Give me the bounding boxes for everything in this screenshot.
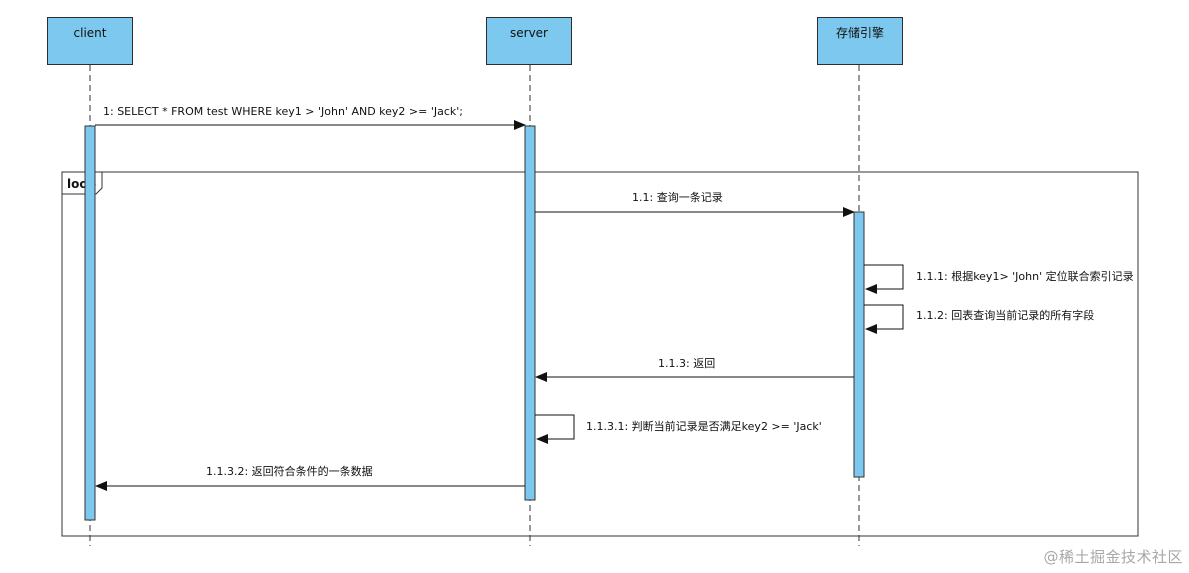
message-label-1-1-2: 1.1.2: 回表查询当前记录的所有字段 bbox=[916, 308, 1094, 322]
message-arrow-1-1-1 bbox=[864, 264, 904, 294]
message-label-1-1: 1.1: 查询一条记录 bbox=[632, 190, 723, 204]
participant-storage-engine: 存储引擎 bbox=[817, 17, 903, 65]
loop-frame bbox=[61, 171, 1139, 537]
message-label-1-1-1: 1.1.1: 根据key1> 'John' 定位联合索引记录 bbox=[916, 269, 1134, 283]
message-label-1-1-3: 1.1.3: 返回 bbox=[658, 357, 715, 370]
message-label-1-1-3-1: 1.1.3.1: 判断当前记录是否满足key2 >= 'Jack' bbox=[586, 419, 822, 433]
activation-client bbox=[84, 125, 96, 521]
activation-storage-engine bbox=[853, 211, 865, 478]
message-arrow-1-1-3-1 bbox=[535, 414, 575, 444]
message-arrow-1-1-2 bbox=[864, 304, 904, 334]
message-label-1-1-3-2: 1.1.3.2: 返回符合条件的一条数据 bbox=[206, 464, 373, 478]
activation-server bbox=[524, 125, 536, 501]
participant-server: server bbox=[486, 17, 572, 65]
watermark: @稀土掘金技术社区 bbox=[1043, 548, 1183, 566]
participant-client: client bbox=[47, 17, 133, 65]
message-label-1: 1: SELECT * FROM test WHERE key1 > 'John… bbox=[103, 105, 463, 118]
